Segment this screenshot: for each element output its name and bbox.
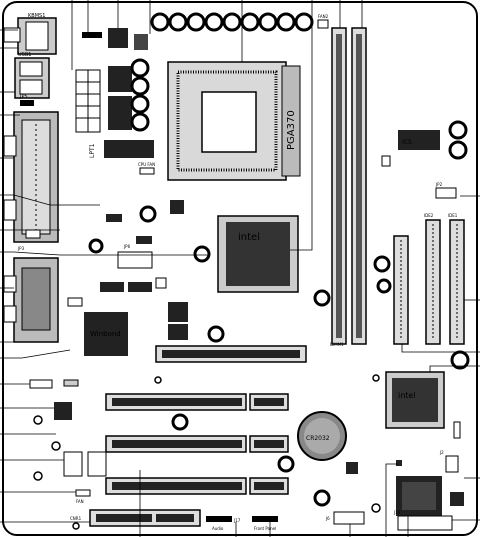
j2-header — [445, 455, 459, 473]
j19-header — [397, 515, 453, 531]
bios-chip — [100, 282, 124, 292]
fan2-header — [317, 19, 329, 29]
small-chip-2 — [136, 236, 152, 244]
usb-label: USB1 — [18, 52, 31, 58]
ics-chip — [398, 130, 440, 150]
j6-label: J6 — [325, 516, 330, 521]
front-panel-header — [252, 516, 278, 522]
bios-chip-2 — [128, 282, 152, 292]
regulator-chip — [108, 28, 128, 48]
small-capacitors — [33, 374, 381, 530]
small-chip — [106, 214, 122, 222]
flash-bios — [396, 476, 442, 516]
clock-chip — [104, 140, 154, 158]
j2-label: J2 — [439, 450, 444, 455]
superio-chip: Winbond — [84, 312, 128, 356]
ics-label: ICS — [402, 139, 412, 146]
northbridge-chip: intel — [217, 215, 299, 293]
cpu-fan-label: CPU FAN — [138, 162, 155, 167]
fan2-label: FAN2 — [318, 14, 329, 19]
chip-mid — [168, 302, 188, 322]
pci-slot-3 — [105, 477, 289, 495]
fdd-connector — [393, 235, 409, 345]
mosfet-chip — [108, 66, 132, 92]
jumper-left — [63, 379, 79, 387]
ide1-connector: IDE1 — [448, 213, 465, 345]
cd-in-1 — [63, 451, 83, 477]
pci-slot-1 — [105, 393, 289, 411]
superio-brand: Winbond — [90, 330, 121, 338]
j17-label: J17 — [233, 518, 241, 523]
header-small — [67, 297, 83, 307]
jp3-label: JP3 — [17, 246, 25, 251]
chip-small — [170, 200, 184, 214]
jumper — [155, 277, 167, 289]
front-panel-label: Front Panel — [254, 526, 276, 531]
northbridge-brand: intel — [238, 232, 260, 243]
kbms-label: KBMS1 — [28, 13, 45, 19]
southbridge-chip: intel — [385, 371, 445, 429]
com-port — [3, 257, 59, 343]
battery-label: CR2032 — [306, 435, 330, 442]
cnr-slot: CNR1 — [70, 509, 201, 527]
jp5-label: JP5 — [19, 94, 28, 100]
cpu-socket-label: PGA370 — [286, 110, 297, 150]
chip-bottom-right — [450, 492, 464, 506]
chip-mid-2 — [168, 324, 188, 340]
header-left — [29, 379, 53, 389]
fan-header — [75, 489, 91, 497]
lpt-label: LPT1 — [89, 143, 96, 158]
jp6-label: JP6 — [123, 244, 131, 249]
chip-near-battery — [346, 462, 358, 474]
pci-slot-2 — [105, 435, 289, 453]
ide2-connector: IDE2 — [424, 213, 441, 345]
dimm-label: DIMM1 — [330, 342, 344, 347]
lpt-port: LPT1 — [3, 111, 96, 243]
small-component — [381, 155, 391, 167]
jp5-header — [20, 100, 34, 106]
jp6-header — [117, 251, 153, 269]
inductor — [134, 34, 148, 50]
southbridge-brand: intel — [398, 391, 416, 400]
dimm-slots: DIMM1 — [330, 27, 367, 347]
j19-label: J19 — [393, 510, 401, 515]
cpu-fan-header — [139, 167, 155, 175]
top-header — [82, 32, 102, 38]
mosfet-chip-2 — [108, 96, 132, 130]
ide1-label: IDE1 — [448, 213, 458, 218]
cpu-socket: PGA370 — [167, 61, 301, 181]
jumper-block — [75, 69, 101, 133]
cnr-label: CNR1 — [70, 516, 82, 521]
kbms-connector: KBMS1 — [3, 13, 57, 55]
svg-text:JP2: JP2 — [435, 182, 443, 187]
audio-label: Audio — [212, 526, 224, 531]
jp2-header: JP2 — [435, 182, 457, 199]
cd-in-2 — [87, 451, 107, 477]
j1-header — [453, 421, 461, 439]
usb-connector: USB1 — [14, 52, 50, 99]
led — [396, 460, 402, 466]
audio-chip — [54, 402, 72, 420]
j17-header — [206, 516, 232, 522]
jp3-header — [25, 229, 41, 239]
fan-label: FAN — [76, 499, 84, 504]
ide2-label: IDE2 — [424, 213, 434, 218]
agp-slot — [155, 345, 307, 363]
j6-header — [333, 511, 365, 525]
battery: CR2032 — [297, 411, 347, 461]
